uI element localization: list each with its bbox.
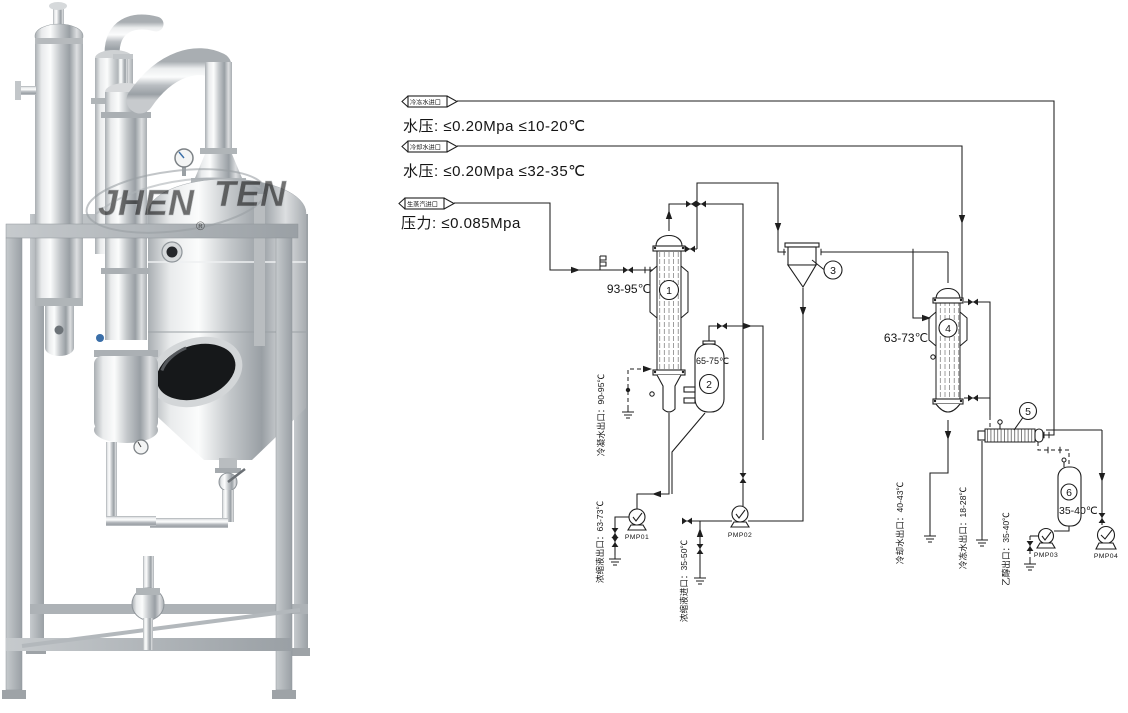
middle-column <box>96 54 151 342</box>
vapor-pipe <box>126 48 246 184</box>
pump-label: PMP04 <box>1094 553 1118 560</box>
receiver-6: 6 35-40℃ <box>1057 457 1098 527</box>
concentrate-inlet-label: 浓缩液进口：35-50℃ <box>678 540 689 623</box>
pump-pmp01: PMP01 <box>625 508 649 541</box>
inlet-flag-label: 冷冻水进口 <box>410 99 441 107</box>
condenser-column <box>15 2 84 356</box>
inlet-spec: 水压: ≤0.20Mpa ≤32-35℃ <box>403 163 586 180</box>
valve-handle-blue <box>96 334 104 342</box>
bottom-piping <box>106 516 228 650</box>
catcher-3: 3 <box>783 242 843 289</box>
watermark-text-right: TEN <box>214 173 287 214</box>
pressure-gauge <box>174 148 194 176</box>
pipe-runs <box>454 100 1106 585</box>
registered-mark: ® <box>196 219 205 233</box>
equipment-number-5: 5 <box>1025 406 1031 418</box>
inlet-flag-label: 生蒸汽进口 <box>407 201 438 209</box>
equipment-number-6: 6 <box>1066 487 1072 499</box>
pump-label: PMP03 <box>1034 552 1058 559</box>
concentrate-outlet-label: 浓缩液出口：63-73℃ <box>594 501 605 584</box>
chilled-water-outlet-label: 冷冻水出口：18-28℃ <box>957 487 968 570</box>
pump-label: PMP01 <box>625 534 649 541</box>
brand-watermark: JHEN TEN ® <box>85 168 287 234</box>
separator-2: 2 65-75℃ <box>683 340 729 413</box>
equipment-number-1: 1 <box>666 285 672 297</box>
ethanol-outlet-label: 乙醇出口：35-40℃ <box>1000 512 1011 586</box>
inlet-flag-steam: 生蒸汽进口 压力: ≤0.085Mpa <box>398 197 521 232</box>
inlet-flag-cooling-water: 冷却水进口 水压: ≤0.20Mpa ≤32-35℃ <box>401 140 586 180</box>
equipment-number-2: 2 <box>706 379 712 391</box>
pump-pmp04: PMP04 <box>1094 525 1118 560</box>
receiver-temp-label: 35-40℃ <box>1059 505 1098 517</box>
pump-pmp02: PMP02 <box>728 505 752 539</box>
watermark-text-left: JHEN <box>98 182 195 223</box>
feed-temp-label: 93-95℃ <box>607 282 651 296</box>
cooling-water-outlet-label: 冷却水出口：40-43℃ <box>894 482 905 565</box>
evaporator-1: 1 <box>649 234 689 413</box>
inlet-spec: 水压: ≤0.20Mpa ≤10-20℃ <box>403 118 586 135</box>
inlet-spec: 压力: ≤0.085Mpa <box>401 215 521 232</box>
condenser-5: 5 <box>977 401 1044 443</box>
condensate-outlet-label: 冷凝水出口：90-95℃ <box>595 374 606 457</box>
pump-label: PMP02 <box>728 532 752 539</box>
separator-temp-label: 65-75℃ <box>696 356 729 366</box>
equipment-photo: JHEN TEN ® <box>2 2 310 699</box>
equipment-number-3: 3 <box>830 265 836 277</box>
pump-pmp03: PMP03 <box>1034 527 1058 559</box>
process-diagram: 冷冻水进口 水压: ≤0.20Mpa ≤10-20℃ 冷却水进口 水压: ≤0.… <box>398 95 1118 623</box>
evaporator-4: 4 <box>928 287 968 413</box>
equipment-number-4: 4 <box>945 323 951 335</box>
effect2-temp-label: 63-73℃ <box>884 331 928 345</box>
inlet-flag-label: 冷却水进口 <box>410 144 441 152</box>
receiver-tank <box>94 350 158 522</box>
inlet-flag-chilled-water: 冷冻水进口 水压: ≤0.20Mpa ≤10-20℃ <box>401 95 586 135</box>
